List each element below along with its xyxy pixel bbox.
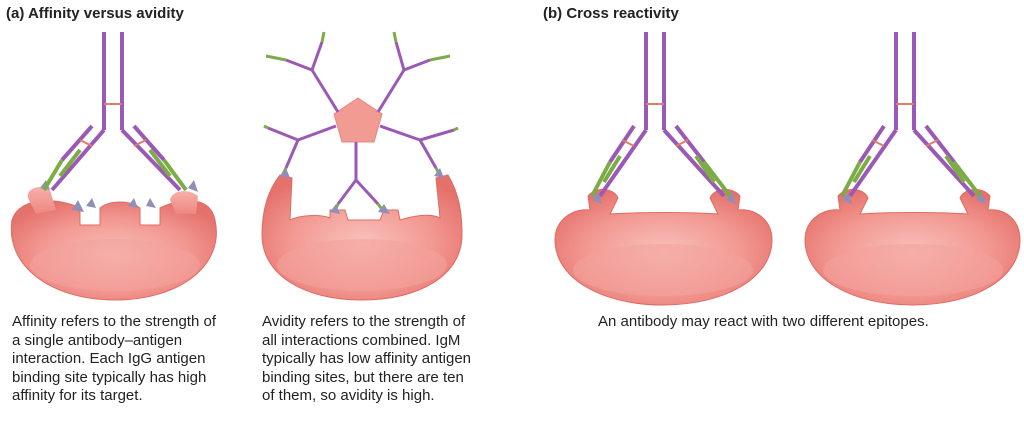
igg-antibody	[42, 32, 188, 192]
caption-cross-reactivity: An antibody may react with two different…	[598, 313, 929, 330]
cross-cell-2	[804, 189, 1021, 306]
cross-cell-1	[554, 189, 773, 306]
igm-pentamer-core	[333, 97, 383, 143]
heading-affinity-avidity: (a) Affinity versus avidity	[6, 5, 184, 22]
igm-epitopes	[280, 168, 444, 214]
caption-affinity: Affinity refers to the strength of a sin…	[12, 313, 216, 404]
igm-cell	[261, 174, 463, 301]
igg-cell	[10, 187, 217, 301]
cross-antibody-2	[840, 32, 982, 198]
heading-cross-reactivity: (b) Cross reactivity	[543, 5, 679, 22]
cross-antibody-1	[590, 32, 732, 198]
caption-avidity: Avidity refers to the strength of all in…	[262, 313, 472, 404]
